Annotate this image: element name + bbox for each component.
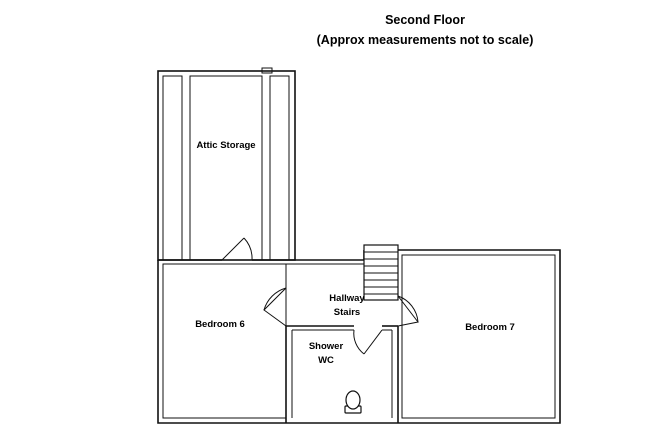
stairs (363, 244, 399, 301)
bedroom-7-door (397, 295, 419, 327)
attic-storage-label: Attic Storage (196, 140, 255, 151)
shower-label: Shower (309, 341, 344, 352)
floor-name: Second Floor (385, 13, 465, 27)
bedroom-6-label: Bedroom 6 (195, 319, 245, 330)
stairs-label: Stairs (334, 307, 360, 318)
wc-label: WC (318, 355, 334, 366)
shower-wc-walls (285, 325, 399, 423)
bedroom-7-label: Bedroom 7 (465, 322, 515, 333)
toilet-icon (344, 390, 362, 414)
hallway-label: Hallway (329, 293, 365, 304)
scale-note: (Approx measurements not to scale) (316, 33, 534, 47)
floor-title: Second Floor (Approx measurements not to… (317, 10, 534, 50)
attic-storage-area (157, 67, 296, 261)
attic-door (221, 237, 253, 261)
bedroom-6-door (263, 287, 287, 327)
shower-door (353, 329, 383, 355)
dividing-wall (158, 259, 364, 265)
outer-walls (157, 249, 561, 424)
